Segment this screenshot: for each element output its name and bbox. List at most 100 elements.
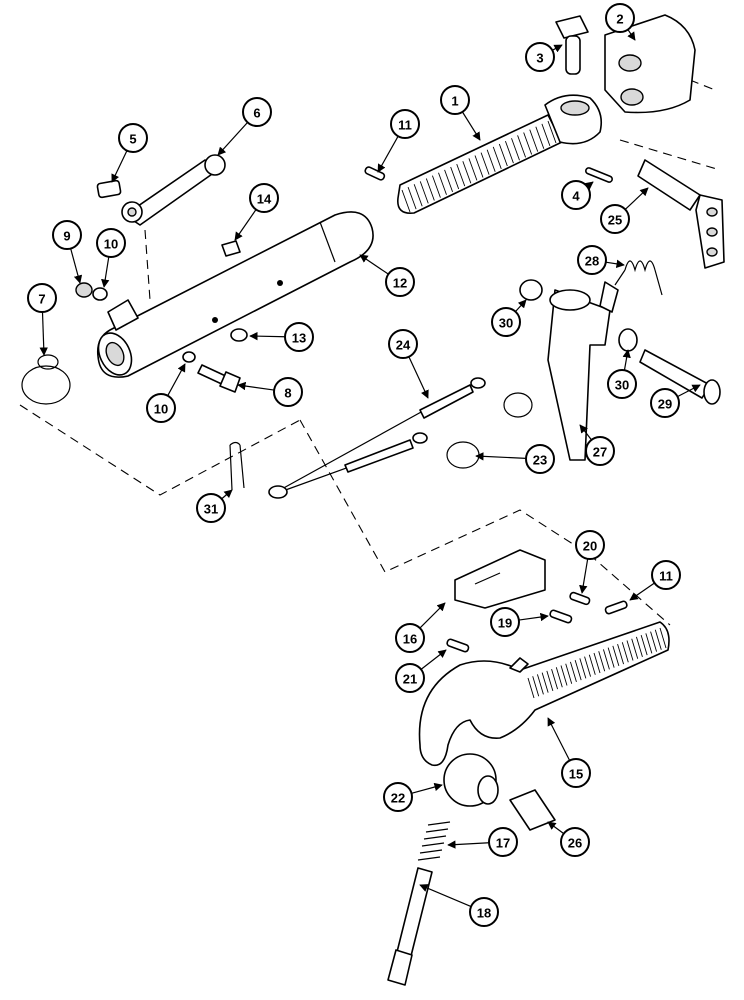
callout-leader — [518, 612, 549, 622]
callout-3: 3 — [525, 42, 563, 72]
callout-circle — [600, 204, 630, 234]
part-3-pin — [555, 15, 589, 75]
callout-circle — [577, 245, 607, 275]
callout-circle — [146, 393, 176, 423]
callout-leader — [101, 256, 110, 288]
part-30-washer — [519, 279, 638, 352]
callout-leader — [547, 717, 571, 761]
callout-label: 27 — [593, 445, 607, 460]
callout-circle — [607, 369, 637, 399]
part-10-washer — [92, 287, 196, 363]
callout-12: 12 — [359, 254, 415, 297]
callout-23: 23 — [475, 444, 555, 474]
part-16-latch-block — [454, 549, 546, 609]
callout-19: 19 — [490, 607, 549, 637]
part-31-clip — [229, 441, 245, 491]
part-4-cotter-pin — [585, 167, 613, 183]
part-14-grease-fitting — [221, 240, 241, 257]
callout-circle — [651, 560, 681, 590]
callout-leader — [547, 821, 565, 835]
callout-leader — [419, 602, 446, 629]
callout-label: 30 — [615, 378, 629, 393]
callout-label: 2 — [616, 12, 623, 27]
callout-circle — [27, 283, 57, 313]
part-26-bushing — [509, 789, 556, 831]
callout-30: 30 — [607, 349, 637, 399]
callout-label: 7 — [38, 292, 45, 307]
callout-4: 4 — [561, 180, 594, 210]
callout-leader — [167, 363, 186, 396]
callout-circle — [385, 267, 415, 297]
callout-circle — [575, 530, 605, 560]
callout-label: 23 — [533, 453, 547, 468]
part-17-spring — [417, 821, 451, 861]
callout-22: 22 — [383, 782, 443, 812]
callout-leader — [605, 259, 625, 268]
callout-circle — [242, 97, 272, 127]
callout-circle — [383, 782, 413, 812]
callout-30: 30 — [491, 299, 527, 337]
callout-leader — [624, 187, 649, 210]
callout-label: 3 — [536, 51, 543, 66]
callout-11: 11 — [629, 560, 681, 601]
callout-label: 17 — [496, 836, 510, 851]
callout-5: 5 — [111, 123, 148, 183]
callout-circle — [388, 329, 418, 359]
callout-26: 26 — [547, 821, 590, 857]
callout-label: 13 — [292, 331, 306, 346]
callout-label: 15 — [569, 767, 583, 782]
callout-circle — [525, 42, 555, 72]
callout-leader — [234, 209, 257, 241]
callout-8: 8 — [237, 377, 303, 407]
callout-circle — [440, 85, 470, 115]
callout-leader — [629, 582, 655, 601]
callout-circle — [561, 758, 591, 788]
part-25-pin-plate — [637, 159, 725, 269]
part-28-torsion-spring — [614, 260, 663, 296]
callout-circle — [469, 897, 499, 927]
callout-21: 21 — [395, 649, 447, 693]
callout-leader — [447, 840, 490, 849]
callout-circle — [118, 123, 148, 153]
callout-31: 31 — [196, 489, 233, 523]
callout-24: 24 — [388, 329, 429, 399]
callout-leader — [552, 44, 563, 53]
part-15-hook-end — [418, 621, 670, 767]
callout-circle — [52, 220, 82, 250]
part-11-roll-pin — [364, 166, 628, 615]
callout-circle — [491, 307, 521, 337]
callout-18: 18 — [419, 884, 499, 927]
callout-leader — [514, 299, 527, 313]
callout-circle — [390, 109, 420, 139]
callout-label: 16 — [403, 632, 417, 647]
callout-29: 29 — [650, 384, 701, 418]
callout-circle — [395, 663, 425, 693]
callout-label: 19 — [498, 616, 512, 631]
callout-leader — [584, 181, 594, 190]
callout-circle — [561, 180, 591, 210]
callout-circle — [490, 607, 520, 637]
assembly-dashed-lines — [19, 79, 721, 626]
callout-leader — [359, 254, 389, 275]
callout-label: 25 — [608, 213, 622, 228]
callout-circle — [488, 827, 518, 857]
callout-28: 28 — [577, 245, 625, 275]
part-21-pin — [446, 638, 470, 653]
part-13-plug — [230, 328, 248, 342]
part-18-plunger — [387, 867, 433, 986]
callout-17: 17 — [447, 827, 518, 857]
callout-label: 26 — [568, 836, 582, 851]
part-19-pin — [549, 609, 573, 624]
callout-25: 25 — [600, 187, 649, 234]
part-9-nut — [75, 282, 93, 298]
callout-leader — [111, 150, 128, 183]
callout-label: 29 — [658, 397, 672, 412]
callout-label: 8 — [284, 386, 291, 401]
callout-label: 5 — [129, 132, 136, 147]
part-8-bolt — [197, 364, 241, 393]
callout-label: 30 — [499, 316, 513, 331]
callout-label: 24 — [396, 338, 411, 353]
callout-leader — [461, 111, 481, 141]
part-22-ball — [443, 753, 499, 807]
